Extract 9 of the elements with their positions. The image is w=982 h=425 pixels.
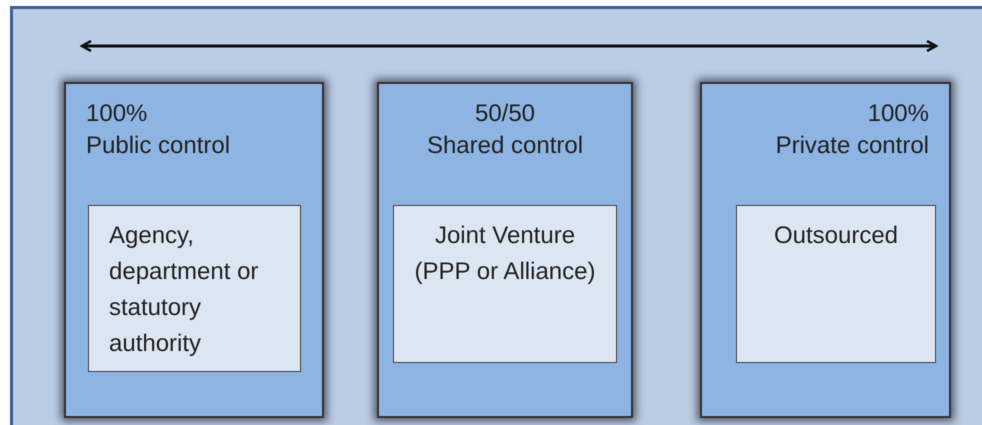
control-heading: 100% Public control xyxy=(86,99,232,161)
control-panel xyxy=(700,82,951,418)
control-panel xyxy=(377,82,633,418)
option-box: Outsourced xyxy=(736,205,936,363)
control-heading: 100% Private control xyxy=(774,99,929,161)
option-box: Agency, department or statutory authority xyxy=(88,205,301,372)
control-heading: 50/50 Shared control xyxy=(426,99,584,161)
control-panel xyxy=(64,82,324,418)
option-box: Joint Venture (PPP or Alliance) xyxy=(393,205,617,363)
